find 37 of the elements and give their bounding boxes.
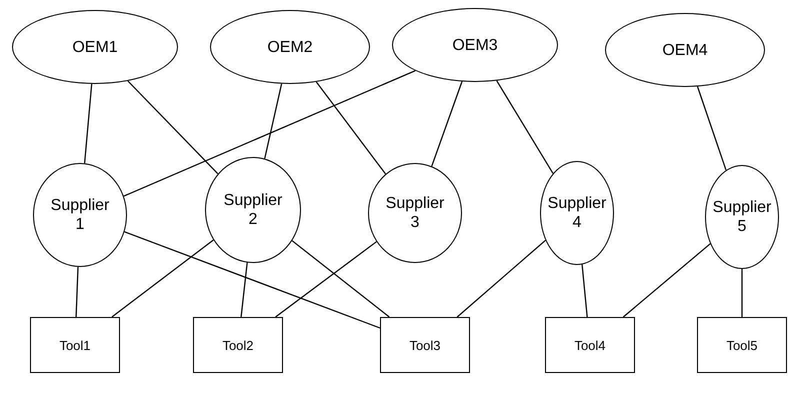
connector-line <box>456 240 546 318</box>
connector-line <box>582 264 588 318</box>
connector-line <box>622 243 711 318</box>
node-label: OEM2 <box>267 38 313 56</box>
node-label: Supplier 1 <box>50 196 110 234</box>
connector-line <box>741 269 743 317</box>
process-box <box>545 317 635 373</box>
connector-line <box>112 240 214 318</box>
process-box <box>30 317 120 373</box>
connector-line <box>240 262 248 318</box>
connector-line <box>496 80 554 174</box>
node-label: Supplier 5 <box>712 198 772 236</box>
connector-line <box>264 84 282 159</box>
node-label: Tool1 <box>59 338 91 352</box>
connector-line <box>275 241 377 318</box>
node-label: Tool3 <box>409 338 441 352</box>
connector-line <box>316 82 386 174</box>
connector-line <box>76 266 79 318</box>
connector-line <box>124 70 416 197</box>
node-label: Tool2 <box>222 338 254 352</box>
node-label: Supplier 2 <box>222 191 284 229</box>
connector-line <box>431 81 463 166</box>
node-label: Tool5 <box>726 338 758 352</box>
connector-line <box>127 80 218 174</box>
connector-line <box>696 86 727 170</box>
node-label: Supplier 4 <box>547 194 607 232</box>
connector-line <box>124 231 380 329</box>
connector-line <box>292 240 390 318</box>
node-label: OEM1 <box>72 38 118 56</box>
node-label: OEM4 <box>662 40 708 60</box>
connector-line <box>84 84 92 164</box>
node-label: OEM3 <box>452 36 498 54</box>
process-box <box>193 317 283 373</box>
process-box <box>380 317 470 373</box>
node-label: Tool4 <box>574 338 606 352</box>
process-box <box>697 317 787 373</box>
node-label: Supplier 3 <box>384 194 446 232</box>
